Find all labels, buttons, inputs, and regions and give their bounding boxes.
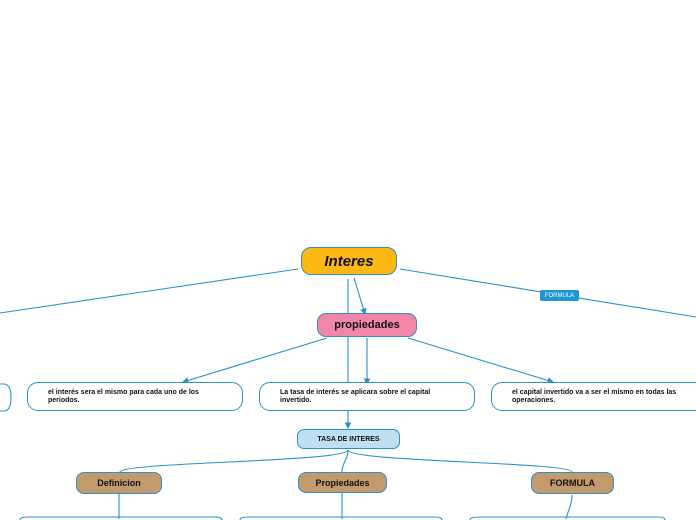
propiedades-label: propiedades [334,319,400,331]
node-formula[interactable]: FORMULA [531,472,614,494]
leaf-node-capital-operaciones[interactable]: el capital invertido va a ser el mismo e… [491,382,696,411]
root-node-interes[interactable]: Interes [301,247,397,275]
propiedades-child-label: Propiedades [315,477,370,488]
node-definicion[interactable]: Definicion [76,472,162,494]
node-tasa-de-interes[interactable]: TASA DE INTERES [297,429,400,449]
definicion-label: Definicion [97,478,141,488]
tasa-label: TASA DE INTERES [317,435,380,443]
leaf-label: La tasa de interés se aplicara sobre el … [280,388,431,404]
partial-left-box [0,383,12,412]
node-propiedades-child[interactable]: Propiedades [298,472,387,493]
edge-tasa-definicion [119,449,349,473]
bottom-box-right [469,516,666,520]
bottom-box-left [19,516,223,520]
leaf-label: el capital invertido va a ser el mismo e… [512,388,677,404]
edge-root-propiedades [353,277,367,316]
bottom-box-middle [239,516,443,520]
edge-label-formula: FORMULA [540,290,579,301]
root-label: Interes [324,252,374,270]
edge-tasa-formula [347,449,573,473]
edge-root-left [0,268,299,314]
edge-tasa-propiedades [341,449,349,473]
formula-label: FORMULA [550,478,595,488]
leaf-node-tasa-capital[interactable]: La tasa de interés se aplicara sobre el … [259,382,475,411]
leaf-node-interes-periodos[interactable]: el interés sera el mismo para cada uno d… [27,382,243,411]
node-propiedades[interactable]: propiedades [317,313,417,337]
edge-prop-leaf1 [181,337,328,384]
leaf-label: el interés sera el mismo para cada uno d… [48,388,199,404]
edge-prop-leaf3 [407,337,555,384]
